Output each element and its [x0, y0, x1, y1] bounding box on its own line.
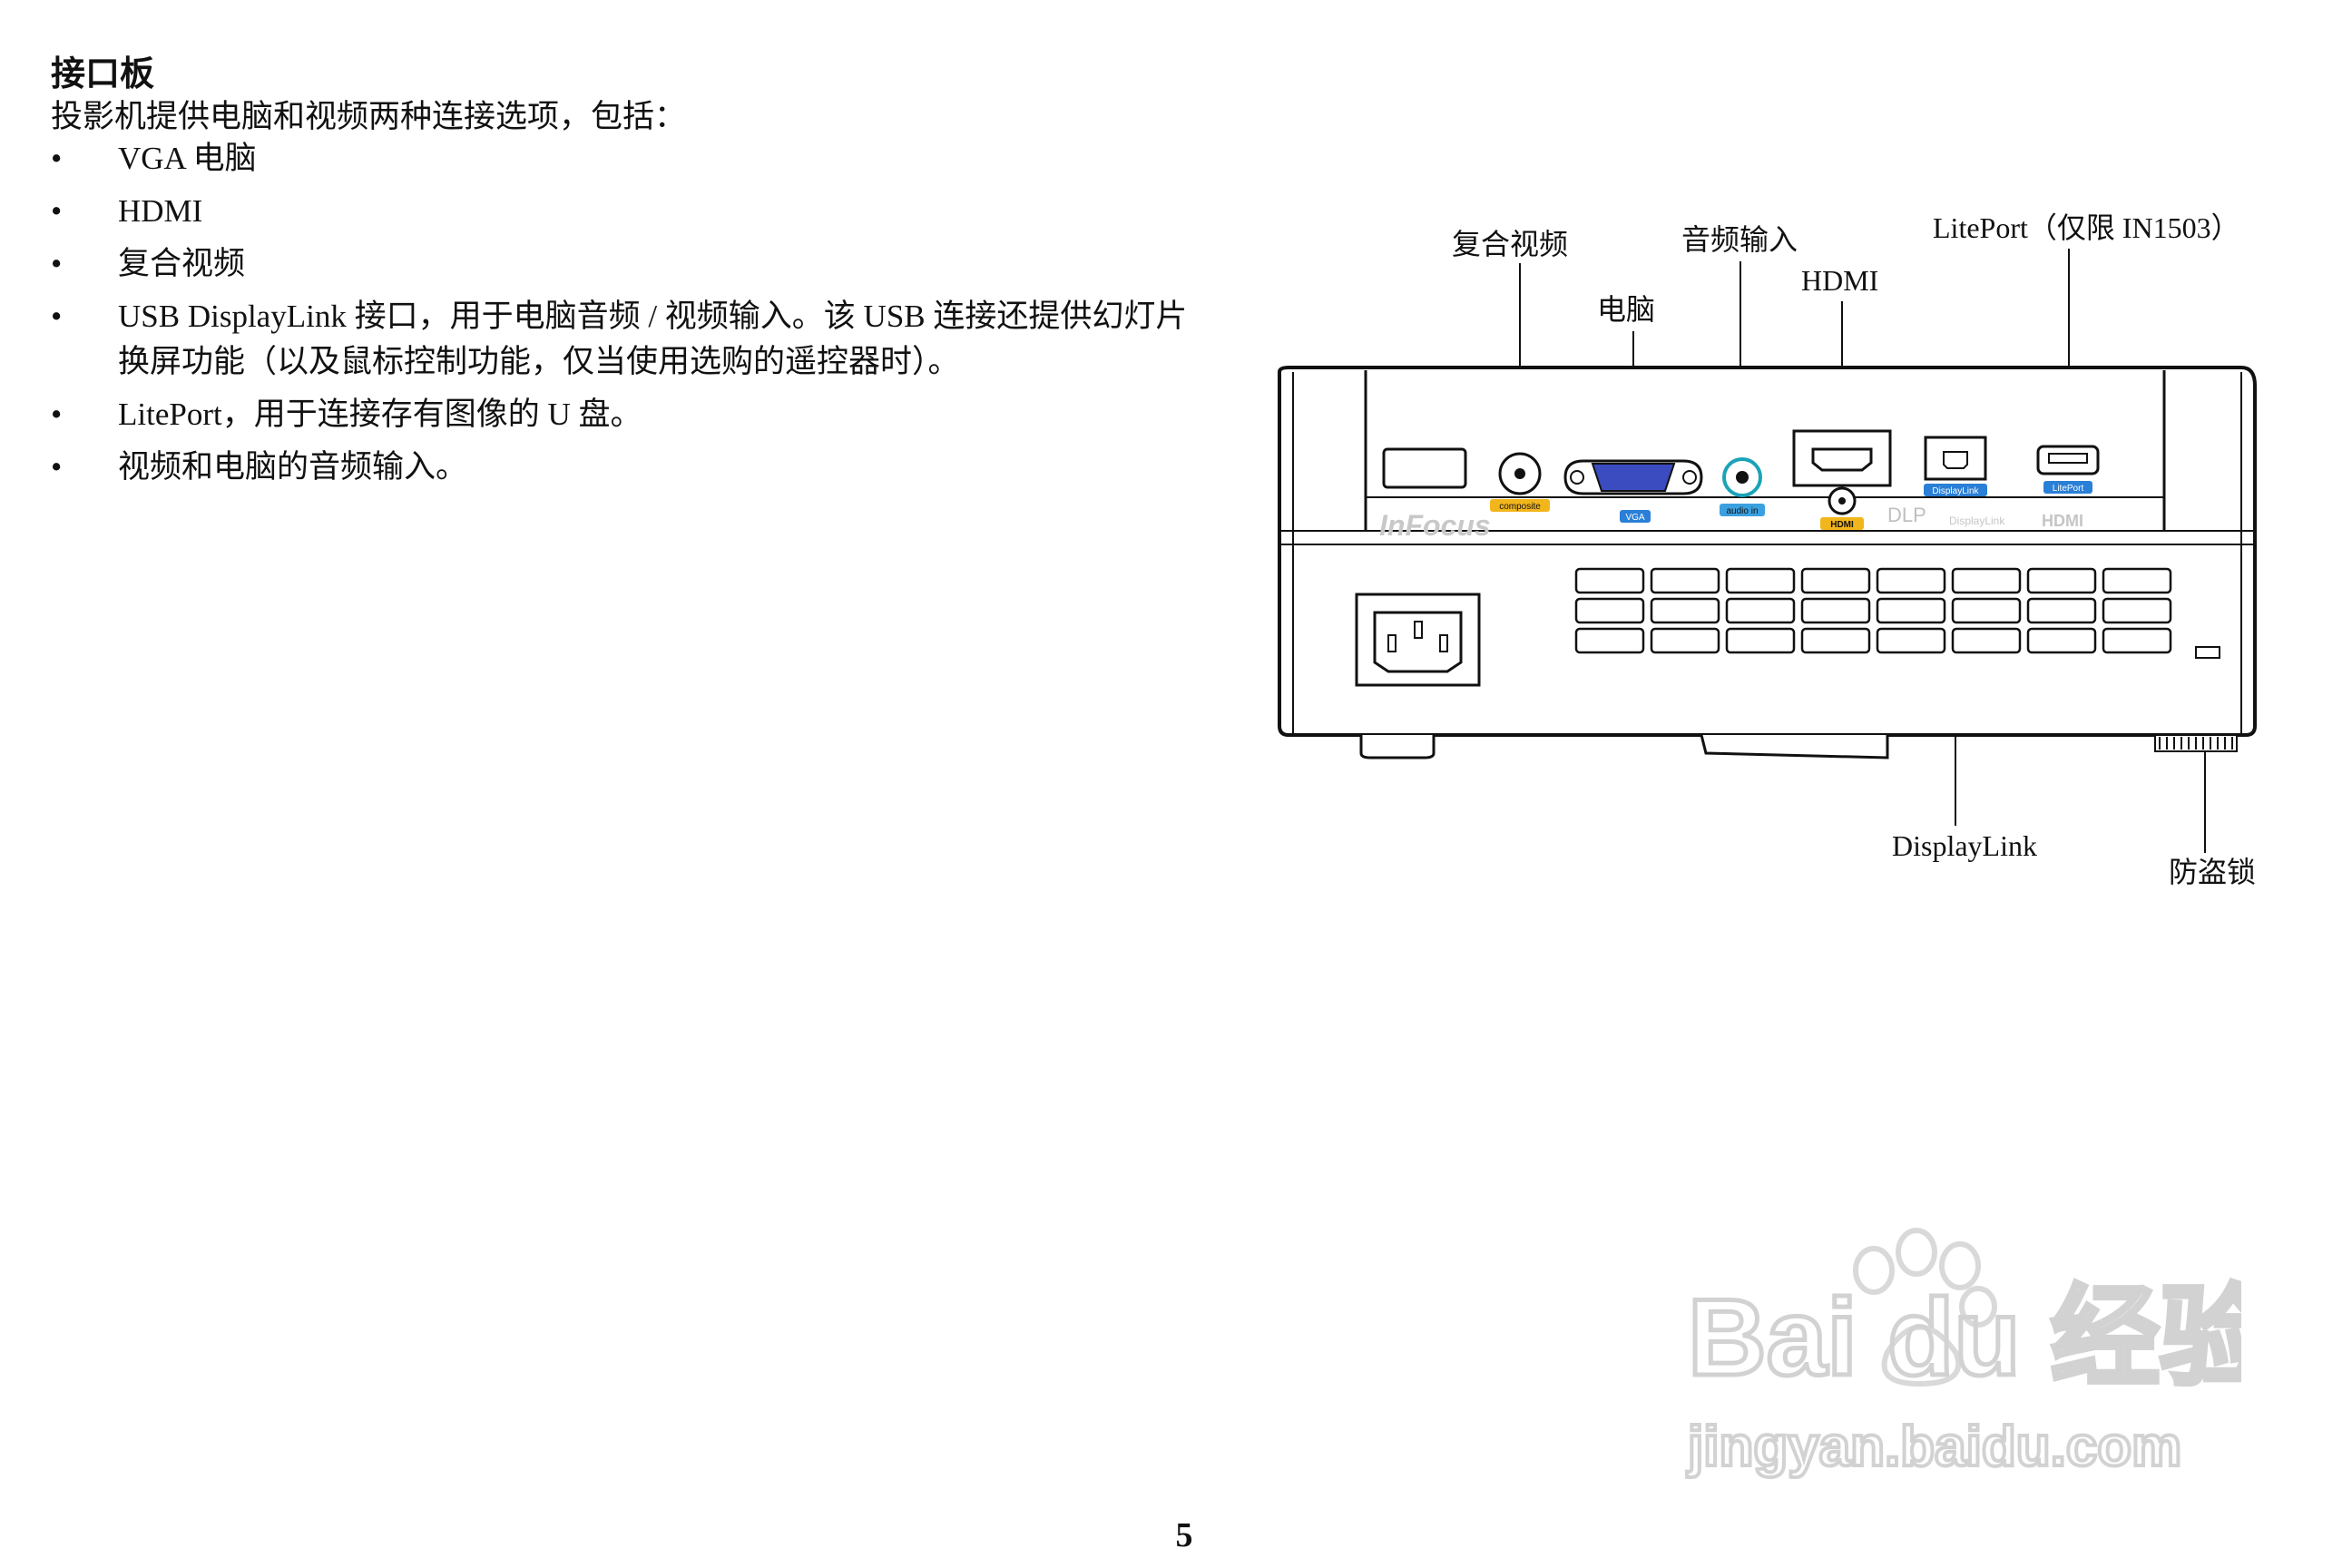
label-composite: 复合视频	[1452, 228, 1568, 260]
composite-port: composite	[1490, 452, 1550, 512]
displaylink-port: DisplayLink	[1924, 436, 1987, 496]
projector-rear-panel-figure: 复合视频 电脑 音频输入 HDMI LitePort（仅限 IN1503） Di…	[1252, 209, 2269, 916]
displaylink-tag: DisplayLink	[1932, 486, 1979, 496]
list-item: • USB DisplayLink 接口，用于电脑音频 / 视频输入。该 USB …	[51, 294, 1189, 385]
intro-text: 投影机提供电脑和视频两种连接选项，包括：	[51, 99, 687, 135]
bullet-dot: •	[51, 246, 63, 281]
power-inlet	[1355, 593, 1481, 687]
list-item: • VGA 电脑	[51, 136, 1176, 181]
projector-diagram: 复合视频 电脑 音频输入 HDMI LitePort（仅限 IN1503） Di…	[1278, 211, 2257, 888]
watermark-brand: Bai du 经验	[1688, 1277, 2241, 1398]
hdmi-logo: HDMI	[2042, 512, 2083, 530]
list-item-text: HDMI	[118, 193, 203, 229]
list-item-text: 视频和电脑的音频输入。	[118, 449, 468, 485]
label-audio-in: 音频输入	[1681, 223, 1798, 256]
bullet-dot: •	[51, 193, 63, 229]
bullet-dot: •	[51, 141, 63, 176]
page-number: 5	[1175, 1516, 1193, 1554]
hdmi-tag: HDMI	[1830, 520, 1854, 530]
vga-port: VGA	[1563, 459, 1703, 523]
watermark: Bai du 经验 jingyan.baidu.com	[1679, 1216, 2271, 1488]
list-item: • 复合视频	[51, 241, 1176, 287]
label-liteport: LitePort（仅限 IN1503）	[1933, 211, 2240, 244]
label-hdmi: HDMI	[1801, 264, 1878, 297]
hdmi-port: HDMI	[1792, 429, 1892, 530]
label-security-lock: 防盗锁	[2169, 856, 2256, 888]
composite-tag: composite	[1499, 502, 1541, 512]
connection-list: • VGA 电脑 • HDMI • 复合视频 • USB DisplayLink 接口，…	[51, 136, 1187, 497]
list-item: • HDMI	[51, 189, 1176, 234]
audio-in-port: audio in	[1720, 457, 1765, 516]
list-item-text: LitePort，用于连接存有图像的 U 盘。	[118, 397, 642, 432]
liteport-port: LitePort	[2036, 445, 2100, 494]
bullet-dot: •	[51, 299, 63, 334]
displaylink-cert-logo: DisplayLink	[1949, 514, 2005, 527]
list-item-text: 复合视频	[118, 246, 246, 281]
ir-window	[1382, 447, 1467, 489]
list-item: • LitePort，用于连接存有图像的 U 盘。	[51, 392, 1176, 437]
audio-in-tag: audio in	[1726, 506, 1758, 516]
label-displaylink: DisplayLink	[1892, 829, 2037, 862]
section-title: 接口板	[51, 54, 155, 93]
bullet-dot: •	[51, 397, 63, 432]
dlp-logo: DLP	[1887, 504, 1926, 526]
label-computer: 电脑	[1597, 293, 1655, 326]
bullet-dot: •	[51, 449, 63, 485]
list-item: • 视频和电脑的音频输入。	[51, 445, 1176, 490]
watermark-url: jingyan.baidu.com	[1687, 1416, 2181, 1478]
security-lock-slot	[2195, 646, 2220, 659]
list-item-text: USB DisplayLink 接口，用于电脑音频 / 视频输入。该 USB 连…	[118, 299, 1188, 379]
liteport-tag: LitePort	[2053, 484, 2084, 494]
vga-tag: VGA	[1625, 513, 1644, 523]
list-item-text: VGA 电脑	[118, 141, 257, 176]
paw-logo-icon: Bai du 经验 jingyan.baidu.com	[1685, 1228, 2271, 1480]
vent-grille	[1574, 567, 2172, 654]
brand-logo: InFocus	[1379, 509, 1491, 542]
projector-feet	[1359, 734, 2238, 760]
